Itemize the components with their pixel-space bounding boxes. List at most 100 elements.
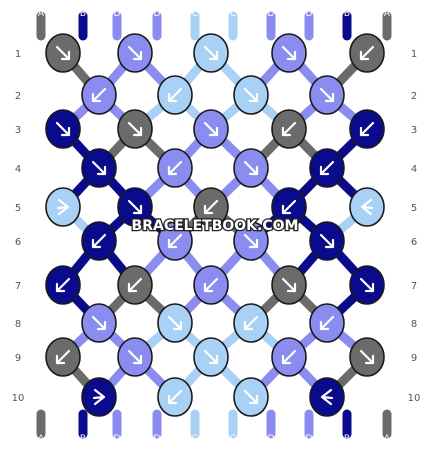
knot-r7-c3 xyxy=(193,265,229,305)
row-number-left: 1 xyxy=(15,49,21,60)
knot-arrow-icon xyxy=(203,277,219,293)
knot-r3-c5 xyxy=(349,109,385,149)
knot-arrow-icon xyxy=(203,121,219,137)
knot-r2-c2 xyxy=(157,75,193,115)
knot-r2-c4 xyxy=(309,75,345,115)
knot-arrow-icon xyxy=(203,199,219,215)
row-number-right: 4 xyxy=(411,164,417,175)
knot-r7-c1 xyxy=(45,265,81,305)
knot-arrow-icon xyxy=(203,45,219,61)
row-number-left: 10 xyxy=(12,393,25,404)
knot-r10-c2 xyxy=(157,377,193,417)
knot-r9-c1 xyxy=(45,337,81,377)
knot-arrow-icon xyxy=(359,349,375,365)
knot-arrow-icon xyxy=(91,233,107,249)
knot-arrow-icon xyxy=(91,87,107,103)
knot-r6-c3 xyxy=(233,221,269,261)
knot-arrow-icon xyxy=(319,87,335,103)
knot-r1-c5 xyxy=(349,33,385,73)
row-number-left: 6 xyxy=(15,237,21,248)
row-number-right: 2 xyxy=(411,91,417,102)
knot-arrow-icon xyxy=(56,198,70,216)
knot-arrow-icon xyxy=(243,315,259,331)
strand-letter-top-4: D xyxy=(154,9,161,19)
knot-r7-c2 xyxy=(117,265,153,305)
knot-arrow-icon xyxy=(55,277,71,293)
knot-r6-c1 xyxy=(81,221,117,261)
knot-arrow-icon xyxy=(320,388,334,406)
knot-arrow-icon xyxy=(243,160,259,176)
knot-r7-c5 xyxy=(349,265,385,305)
knot-r9-c3 xyxy=(193,337,229,377)
knot-r9-c5 xyxy=(349,337,385,377)
row-number-right: 10 xyxy=(408,393,421,404)
knot-r7-c4 xyxy=(271,265,307,305)
knot-r4-c2 xyxy=(157,148,193,188)
knot-r3-c1 xyxy=(45,109,81,149)
knot-r1-c2 xyxy=(117,33,153,73)
row-number-left: 7 xyxy=(15,281,21,292)
row-number-left: 9 xyxy=(15,353,21,364)
knot-grid xyxy=(45,33,385,417)
knot-r1-c4 xyxy=(271,33,307,73)
knot-arrow-icon xyxy=(167,160,183,176)
row-number-left: 5 xyxy=(15,203,21,214)
row-number-right: 1 xyxy=(411,49,417,60)
strand-letter-top-6: C xyxy=(230,9,236,19)
knot-arrow-icon xyxy=(243,389,259,405)
knot-r5-c2 xyxy=(117,187,153,227)
strand-letter-top-5: C xyxy=(192,9,198,19)
knot-arrow-icon xyxy=(281,199,297,215)
knot-r4-c4 xyxy=(309,148,345,188)
knot-r10-c3 xyxy=(233,377,269,417)
knot-r5-c3 xyxy=(193,187,229,227)
knot-r4-c1 xyxy=(81,148,117,188)
knot-arrow-icon xyxy=(359,277,375,293)
knot-r5-c4 xyxy=(271,187,307,227)
strand-letter-top-3: D xyxy=(114,9,121,19)
row-number-right: 8 xyxy=(411,319,417,330)
knot-r2-c3 xyxy=(233,75,269,115)
row-number-left: 8 xyxy=(15,319,21,330)
knot-r5-c1 xyxy=(45,187,81,227)
knot-arrow-icon xyxy=(55,45,71,61)
knot-arrow-icon xyxy=(127,199,143,215)
strand-letter-bottom-9: B xyxy=(344,434,350,444)
knot-r10-c4 xyxy=(309,377,345,417)
row-number-right: 3 xyxy=(411,125,417,136)
knot-arrow-icon xyxy=(127,277,143,293)
knot-arrow-icon xyxy=(167,389,183,405)
knot-r8-c4 xyxy=(309,303,345,343)
knot-arrow-icon xyxy=(167,87,183,103)
knot-arrow-icon xyxy=(360,198,374,216)
row-number-left: 2 xyxy=(15,91,21,102)
strand-letter-bottom-4: D xyxy=(154,434,161,444)
knot-arrow-icon xyxy=(167,233,183,249)
knot-arrow-icon xyxy=(359,45,375,61)
row-number-right: 6 xyxy=(411,237,417,248)
strand-letter-top-9: B xyxy=(344,9,350,19)
knot-arrow-icon xyxy=(281,121,297,137)
knot-r9-c2 xyxy=(117,337,153,377)
strand-letter-top-1: A xyxy=(38,9,45,19)
knot-arrow-icon xyxy=(203,349,219,365)
strand-letter-top-7: D xyxy=(268,9,275,19)
row-number-left: 3 xyxy=(15,125,21,136)
strand-letter-bottom-8: D xyxy=(306,434,313,444)
knot-arrow-icon xyxy=(55,121,71,137)
knot-r3-c2 xyxy=(117,109,153,149)
strand-letter-top-8: D xyxy=(306,9,313,19)
knot-arrow-icon xyxy=(243,233,259,249)
row-number-right: 7 xyxy=(411,281,417,292)
strand-letter-bottom-1: A xyxy=(38,434,45,444)
strand-letter-bottom-5: C xyxy=(192,434,198,444)
knot-arrow-icon xyxy=(127,349,143,365)
row-number-right: 5 xyxy=(411,203,417,214)
strand-letter-bottom-3: D xyxy=(114,434,121,444)
strand-letter-top-10: A xyxy=(384,9,391,19)
row-number-left: 4 xyxy=(15,164,21,175)
strand-letter-top-2: B xyxy=(80,9,86,19)
strand-letter-bottom-6: C xyxy=(230,434,236,444)
watermark-text: BRACELETBOOK.COM xyxy=(132,218,299,234)
